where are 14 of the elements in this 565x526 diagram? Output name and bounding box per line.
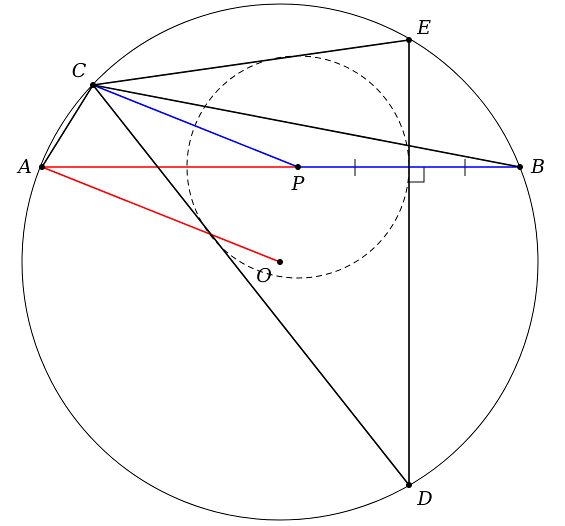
point-label: C [70, 61, 88, 81]
line-segment [408, 40, 410, 485]
line-segment [92, 84, 298, 168]
point-label: B [530, 157, 546, 177]
line-segment [42, 166, 280, 263]
line-segment [42, 166, 298, 168]
line-segment [92, 84, 410, 486]
point-label: D [416, 489, 434, 509]
point-label: O [255, 266, 273, 286]
point-label: E [416, 18, 432, 38]
point-label: P [290, 174, 306, 194]
point-label: A [16, 157, 33, 177]
line-segment [298, 166, 520, 168]
line-segment [41, 84, 94, 168]
